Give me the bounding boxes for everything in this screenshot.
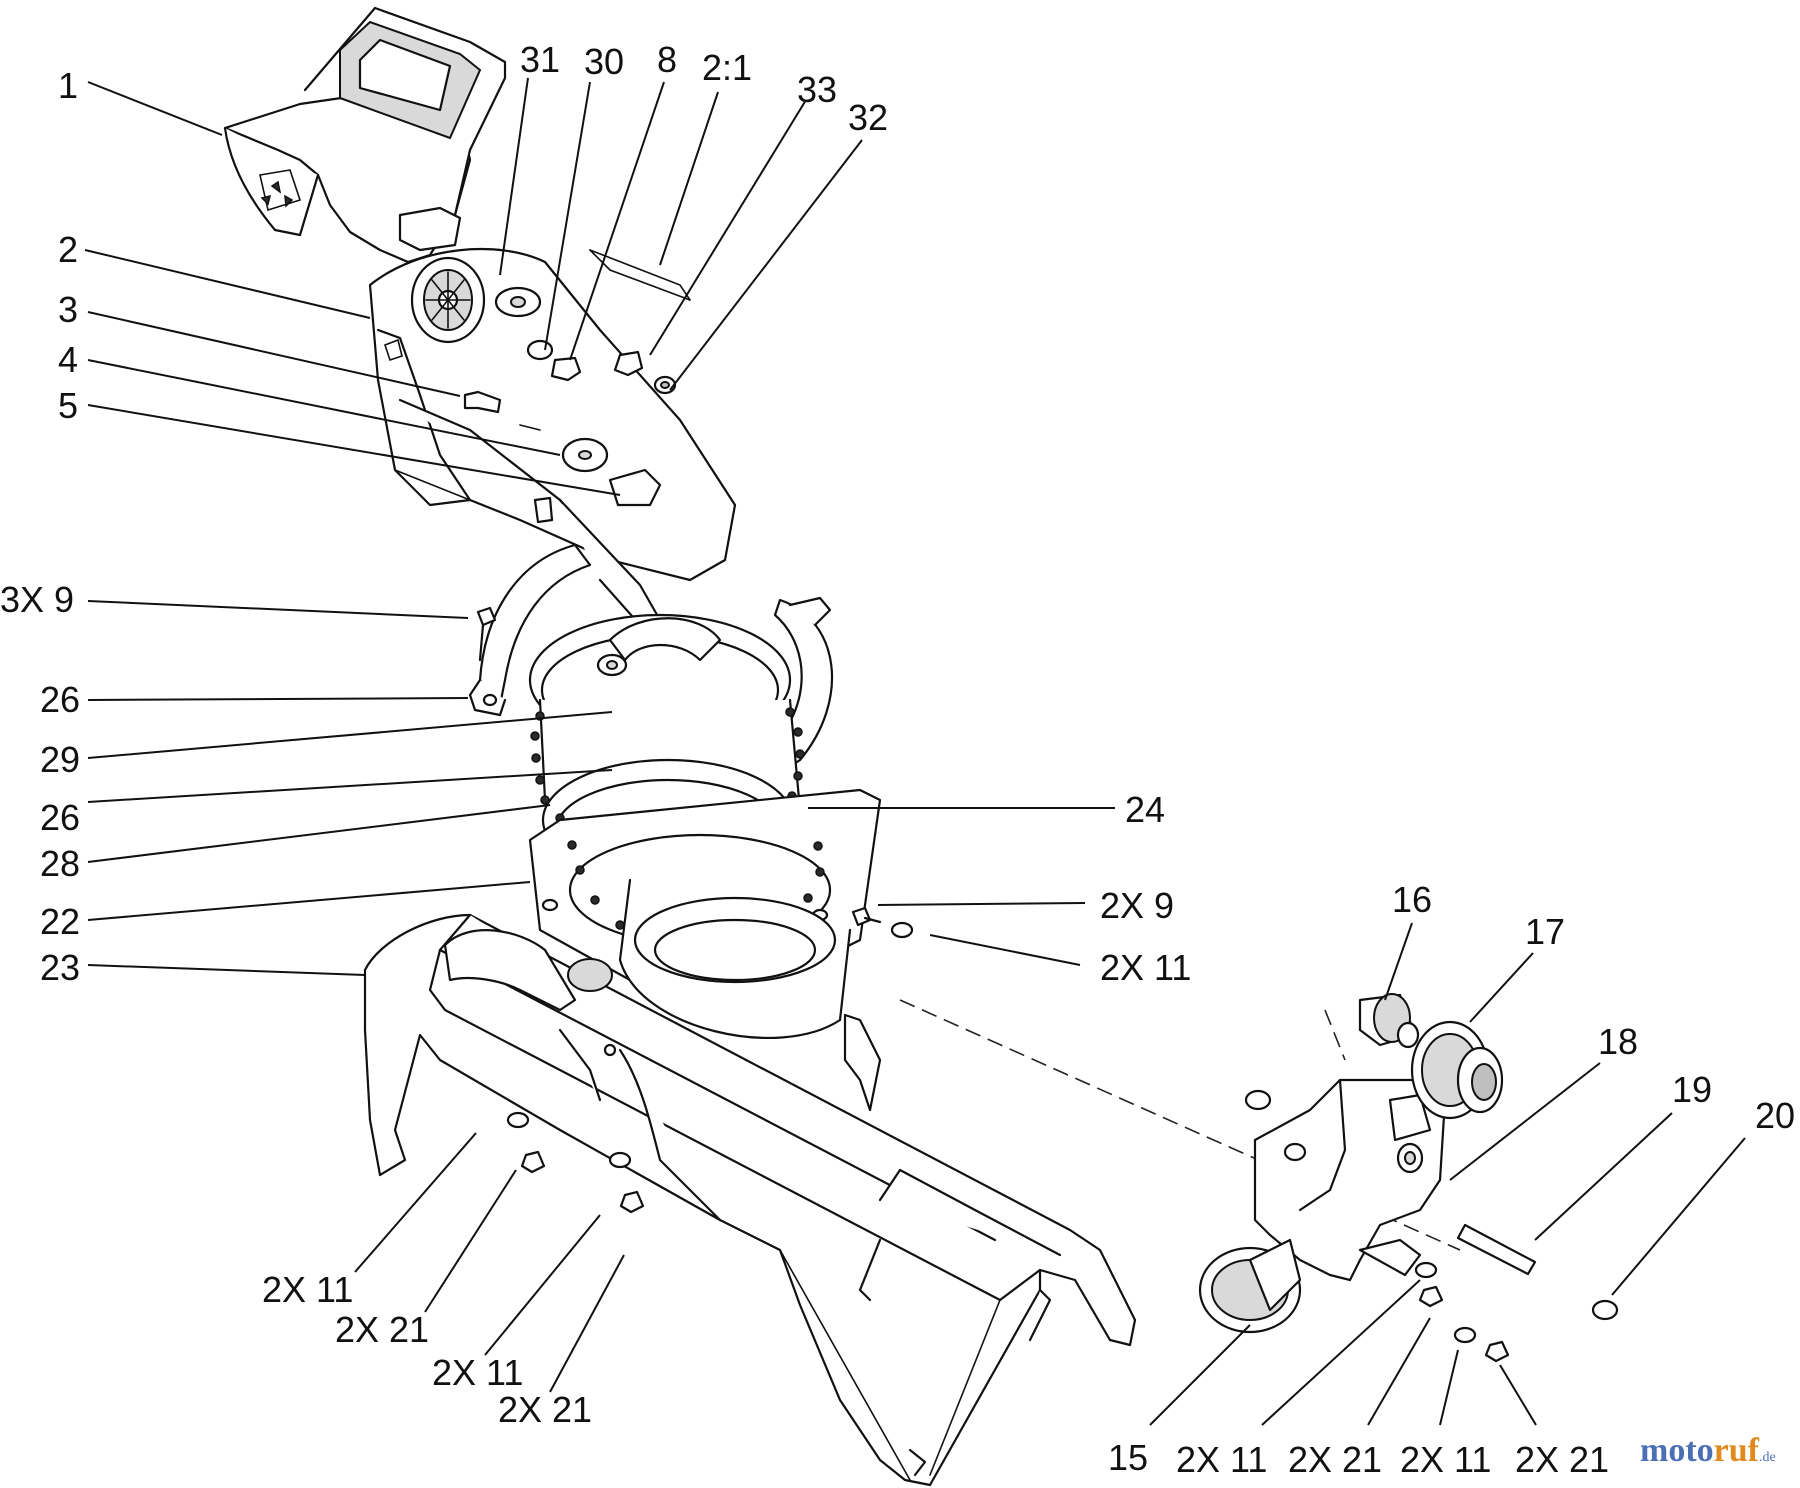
part-auger-housing (363, 878, 1137, 1487)
part-worm-gear (1410, 1020, 1504, 1120)
part-drive-bracket (1244, 1078, 1447, 1282)
leader-lines (84, 77, 1746, 1426)
callout-31: 31 (520, 39, 560, 80)
callout-18: 18 (1598, 1021, 1638, 1062)
callout-8: 8 (657, 39, 677, 80)
callout-30: 30 (584, 41, 624, 82)
callout-24: 24 (1125, 789, 1165, 830)
callout-2x11-left-a: 2X 11 (262, 1269, 353, 1310)
callout-3: 3 (58, 289, 78, 330)
callout-2-1-ratio: 2:1 (702, 47, 752, 88)
callout-33: 33 (797, 69, 837, 110)
callout-5: 5 (58, 385, 78, 426)
callout-29: 29 (40, 739, 80, 780)
assembly-axis-line-2 (1324, 1009, 1346, 1061)
callout-2x21-left-a: 2X 21 (335, 1309, 429, 1350)
callout-1: 1 (58, 65, 78, 106)
callout-22: 22 (40, 901, 80, 942)
callout-4: 4 (58, 339, 78, 380)
callout-26-upper: 26 (40, 679, 80, 720)
watermark-part-1: moto (1640, 1432, 1714, 1469)
callout-2x21-left-b: 2X 21 (498, 1389, 592, 1430)
callout-23: 23 (40, 947, 80, 988)
part-shaft (1414, 1223, 1619, 1363)
callout-2x11-bottom-b: 2X 11 (1400, 1439, 1491, 1480)
callout-17: 17 (1525, 911, 1565, 952)
callout-15: 15 (1108, 1437, 1148, 1478)
hardware-bolts-washers (476, 606, 914, 1214)
part-pinion-gear (1358, 993, 1420, 1049)
watermark-part-3: .de (1758, 1450, 1776, 1465)
callout-28: 28 (40, 843, 80, 884)
callout-19: 19 (1672, 1069, 1712, 1110)
callout-2x9: 2X 9 (1100, 885, 1174, 926)
callout-26-lower: 26 (40, 797, 80, 838)
part-bevel-gear (1198, 1238, 1302, 1334)
callout-labels: 1 31 30 8 2:1 33 32 2 3 4 5 3X 9 26 29 2… (0, 39, 1795, 1480)
callout-2x21-bottom-b: 2X 21 (1515, 1439, 1609, 1480)
watermark-part-2: ruf (1713, 1432, 1759, 1469)
callout-20: 20 (1755, 1095, 1795, 1136)
callout-2x11-left-b: 2X 11 (432, 1352, 523, 1393)
callout-3x9: 3X 9 (0, 579, 74, 620)
callout-2: 2 (58, 229, 78, 270)
watermark-logo: motoruf.de (1640, 1432, 1776, 1470)
callout-32: 32 (848, 97, 888, 138)
callout-2x11-bottom-a: 2X 11 (1176, 1439, 1267, 1480)
part-chute-deflector (223, 6, 507, 264)
callout-2x11-right: 2X 11 (1100, 947, 1191, 988)
callout-2x21-bottom-a: 2X 21 (1288, 1439, 1382, 1480)
callout-16: 16 (1392, 879, 1432, 920)
